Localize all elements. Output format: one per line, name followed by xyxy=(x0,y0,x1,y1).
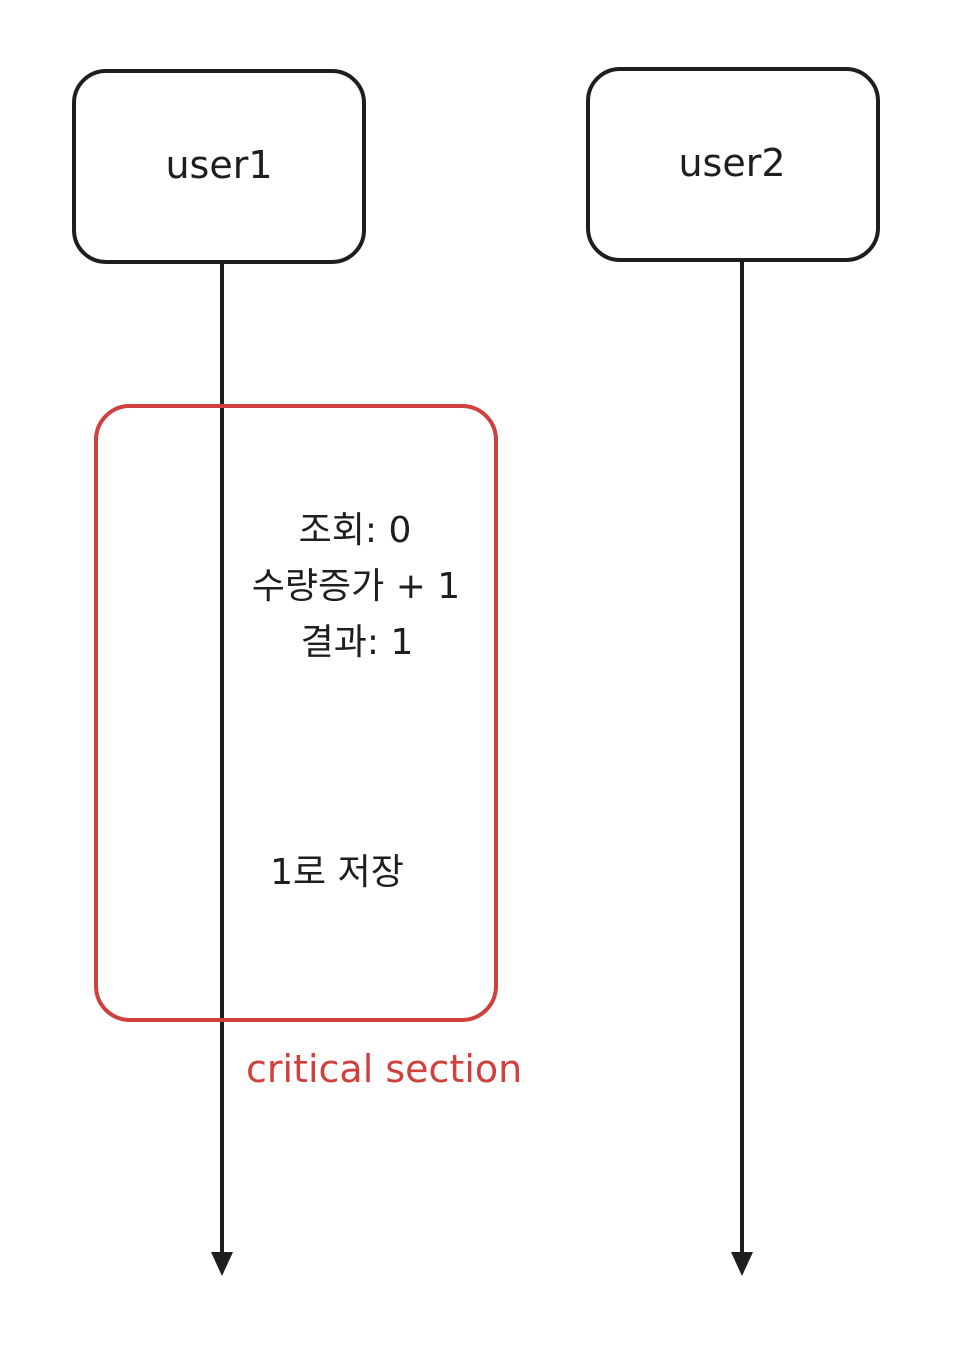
critical-section-label: critical section xyxy=(246,1047,522,1091)
actor-user2: user2 xyxy=(586,67,880,262)
actor-user2-box xyxy=(586,67,880,262)
actor-user2-label: user2 xyxy=(678,141,785,185)
actor-user1-label: user1 xyxy=(165,143,272,187)
step-result-value: 결과: 1 xyxy=(301,622,414,663)
actor-user1-box xyxy=(72,69,366,264)
step-save-value: 1로 저장 xyxy=(270,852,404,893)
user1-lifeline-arrow-icon xyxy=(211,1252,233,1276)
critical-section: 조회: 0 수량증가 + 1 결과: 1 1로 저장 xyxy=(94,404,498,1022)
actor-user1: user1 xyxy=(72,69,366,264)
step-increment-quantity: 수량증가 + 1 xyxy=(252,566,460,607)
step-read-value: 조회: 0 xyxy=(299,510,412,551)
user2-lifeline-arrow-icon xyxy=(731,1252,753,1276)
critical-section-box xyxy=(94,404,498,1022)
